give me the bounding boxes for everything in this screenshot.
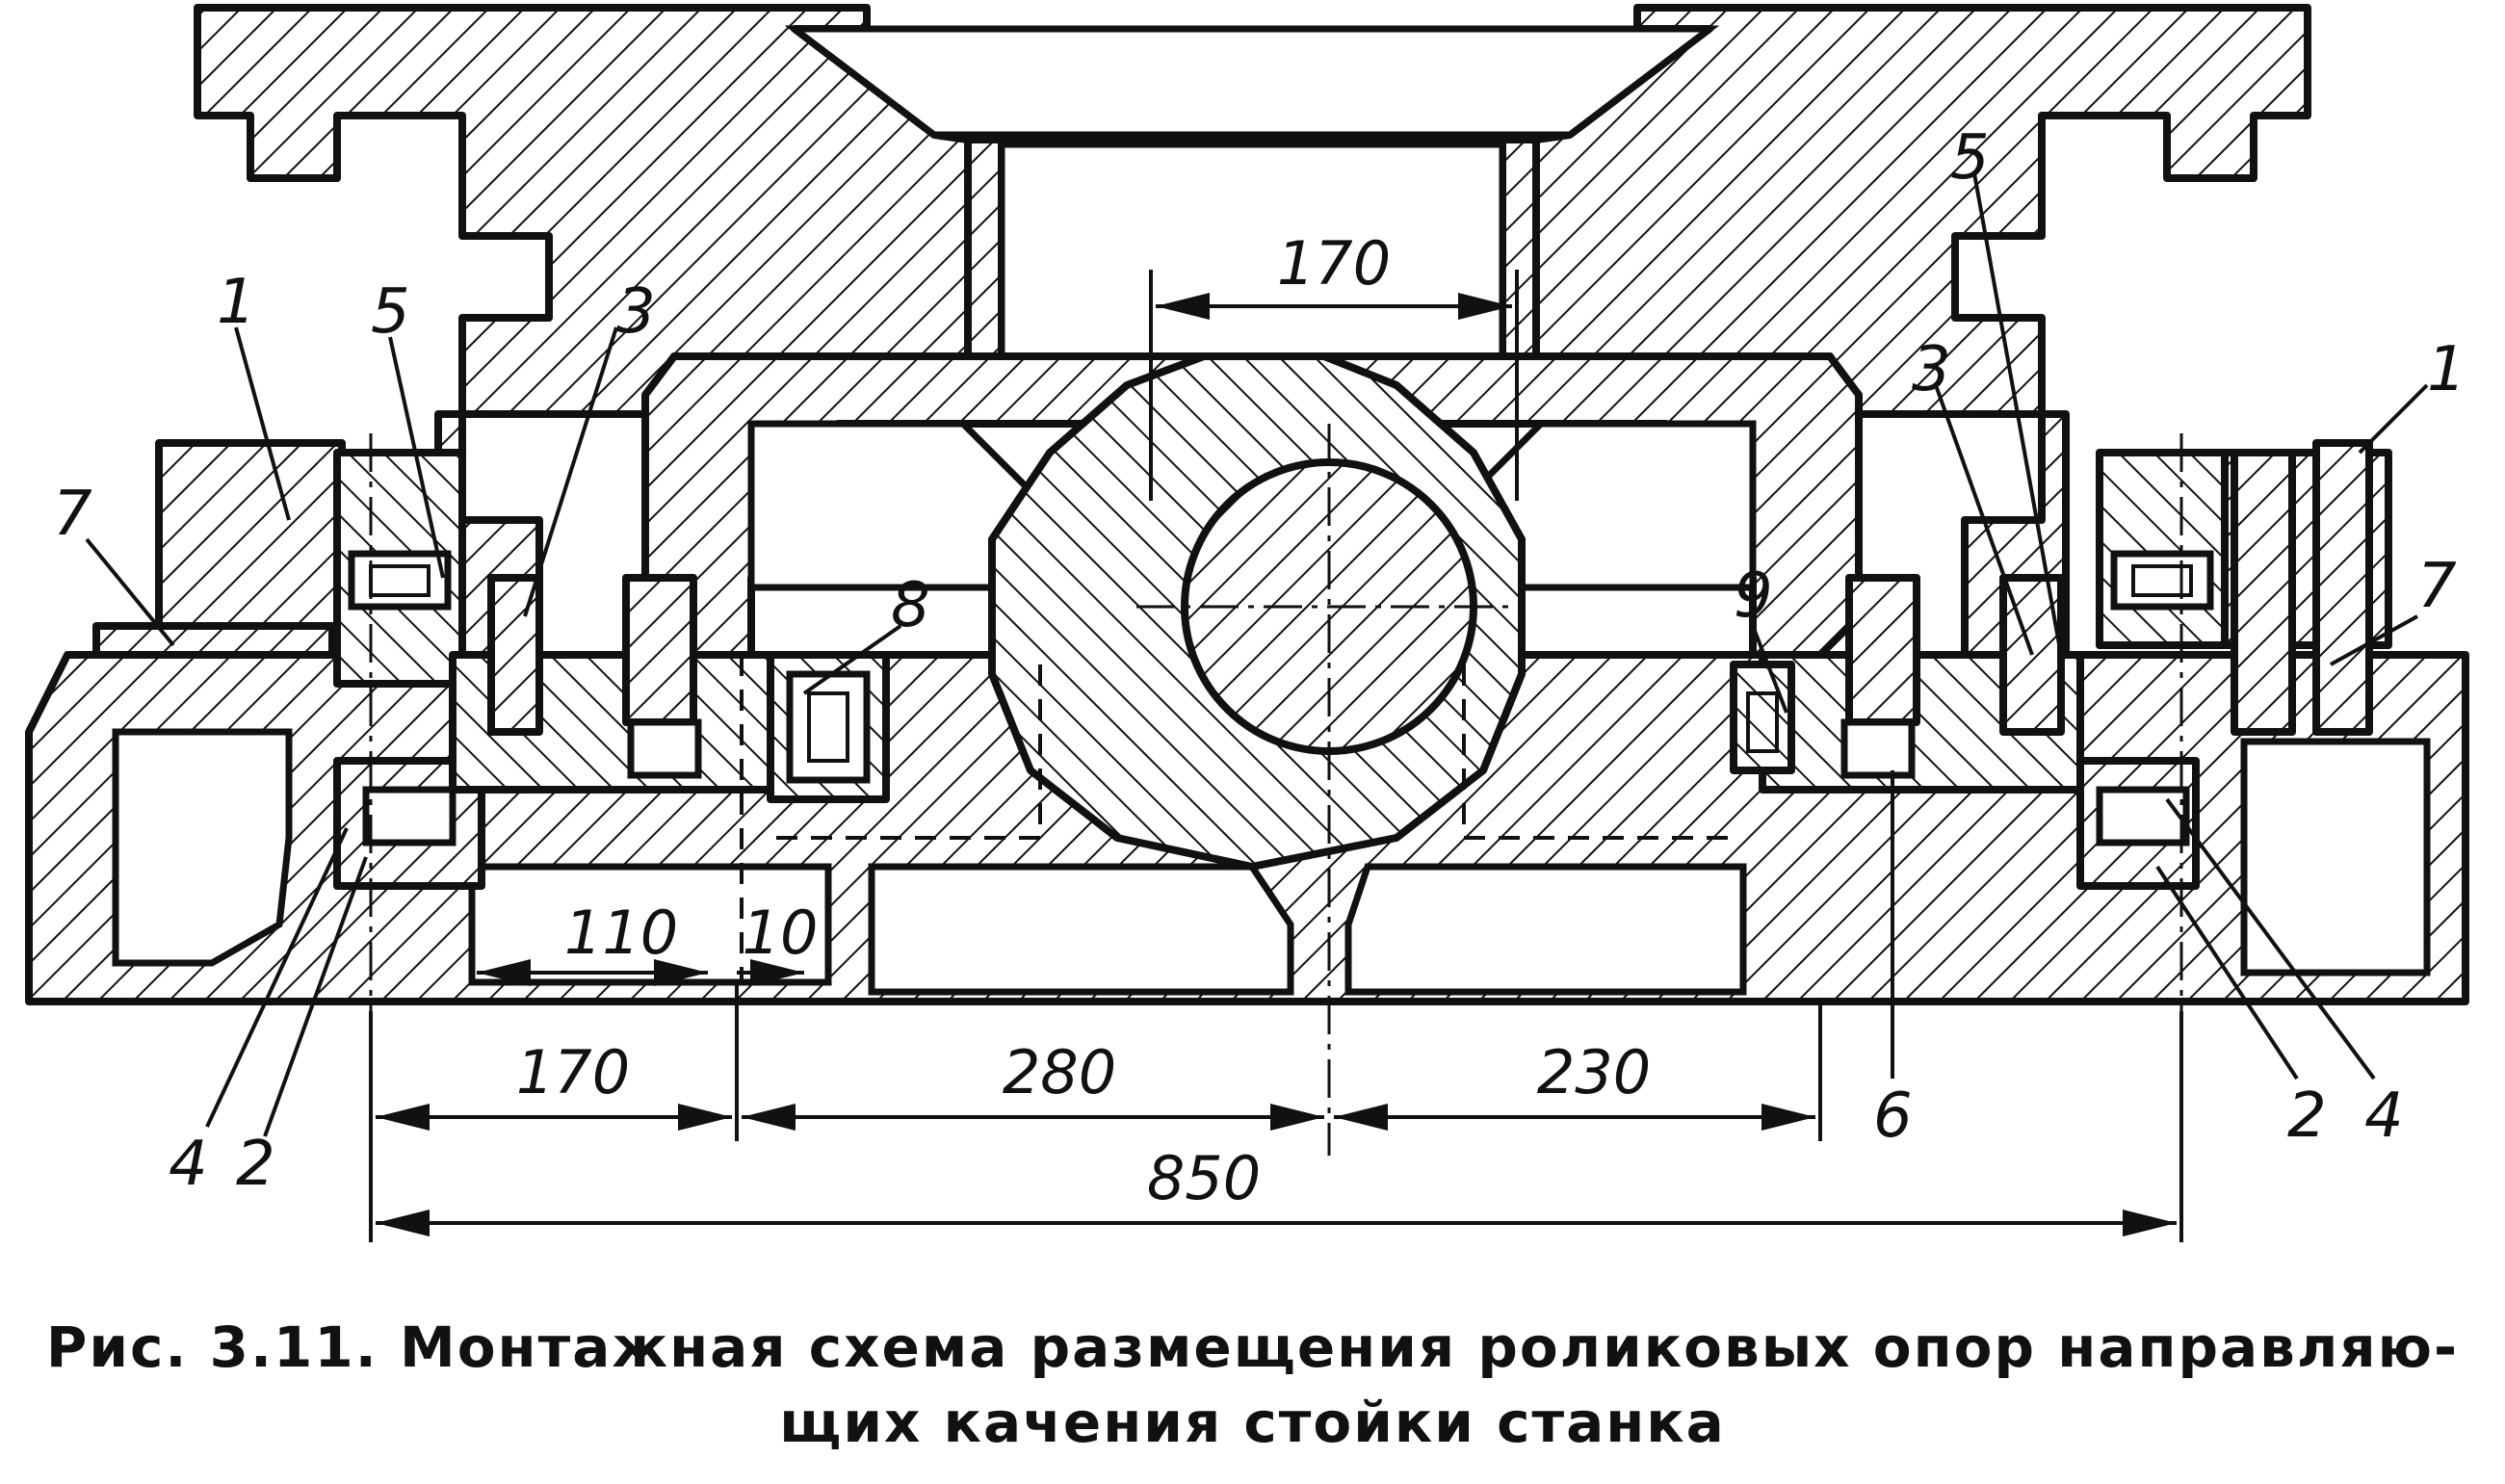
label-9: 9 <box>1734 560 1773 632</box>
figure-caption: Рис. 3.11. Монтажная схема размещения ро… <box>0 1310 2505 1460</box>
caption-line-2: щих качения стойки станка <box>779 1390 1726 1455</box>
label-right-1: 1 <box>2427 334 2466 405</box>
central-shaft-assembly <box>988 352 1526 1156</box>
label-right-4: 4 <box>2364 1080 2404 1152</box>
label-right-6: 6 <box>1873 1080 1913 1152</box>
label-left-2: 2 <box>236 1129 275 1200</box>
label-8: 8 <box>891 570 930 641</box>
label-right-7: 7 <box>2417 551 2457 622</box>
left-roller-support <box>92 433 890 1021</box>
dim-10: 10 <box>743 898 819 968</box>
label-right-5: 5 <box>1950 122 1990 194</box>
dim-top-170: 170 <box>1277 228 1391 299</box>
label-right-3: 3 <box>1912 334 1951 405</box>
label-right-2: 2 <box>2287 1080 2327 1152</box>
label-left-4: 4 <box>169 1129 208 1200</box>
dim-170: 170 <box>516 1037 630 1107</box>
right-roller-support <box>1730 433 2392 1021</box>
label-left-3: 3 <box>616 276 656 348</box>
dim-230: 230 <box>1537 1037 1651 1107</box>
dim-850: 850 <box>1147 1143 1261 1213</box>
label-left-1: 1 <box>217 267 256 338</box>
label-left-7: 7 <box>53 479 92 550</box>
dim-280: 280 <box>1003 1037 1116 1107</box>
dim-110: 110 <box>564 898 678 968</box>
caption-line-1: Рис. 3.11. Монтажная схема размещения ро… <box>45 1315 2460 1380</box>
label-left-5: 5 <box>371 276 410 348</box>
